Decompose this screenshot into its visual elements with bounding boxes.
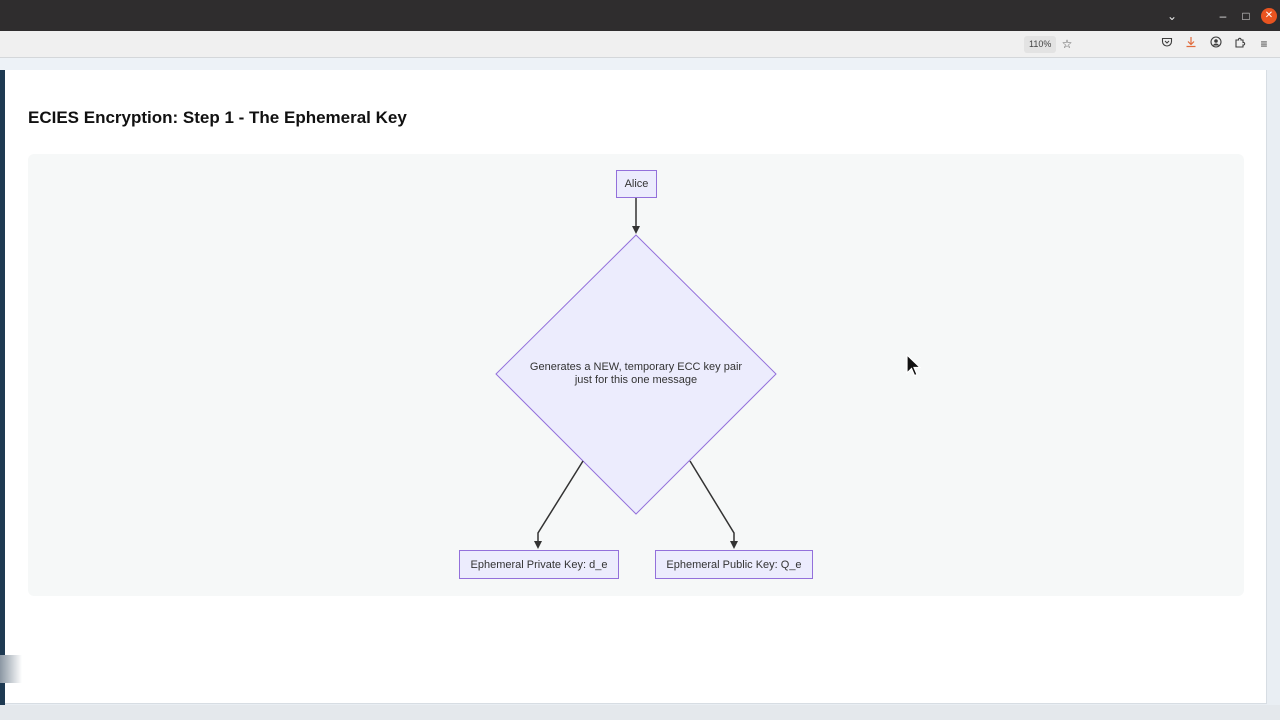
hamburger-menu-icon[interactable]: ≡ bbox=[1260, 37, 1268, 51]
diagram-edges bbox=[495, 198, 777, 549]
node-generate-label-line2: just for this one message bbox=[574, 374, 698, 386]
node-private-key-label: Ephemeral Private Key: d_e bbox=[470, 558, 608, 571]
node-generate-label-line1: Generates a NEW, temporary ECC key pair bbox=[529, 361, 743, 373]
browser-toolbar: 110% ☆ ≡ bbox=[0, 31, 1280, 58]
sidebar-handle[interactable] bbox=[0, 655, 22, 683]
pocket-icon[interactable] bbox=[1159, 36, 1175, 52]
download-icon[interactable] bbox=[1183, 36, 1199, 52]
account-icon[interactable] bbox=[1208, 36, 1224, 52]
sidebar-edge bbox=[0, 70, 5, 720]
node-generate-key-pair[interactable]: Generates a NEW, temporary ECC key pair … bbox=[506, 361, 766, 387]
star-icon[interactable]: ☆ bbox=[1061, 37, 1073, 51]
page-title: ECIES Encryption: Step 1 - The Ephemeral… bbox=[28, 108, 407, 127]
node-ephemeral-public-key[interactable]: Ephemeral Public Key: Q_e bbox=[655, 550, 813, 579]
window-bottom-edge bbox=[0, 705, 1280, 720]
chevron-down-icon[interactable]: ⌄ bbox=[1166, 9, 1178, 23]
page-content: ECIES Encryption: Step 1 - The Ephemeral… bbox=[5, 70, 1267, 704]
node-public-key-label: Ephemeral Public Key: Q_e bbox=[666, 558, 802, 571]
node-ephemeral-private-key[interactable]: Ephemeral Private Key: d_e bbox=[459, 550, 619, 579]
mouse-cursor-icon bbox=[906, 353, 922, 383]
window-titlebar: ⌄ – □ ✕ bbox=[0, 0, 1280, 31]
node-alice-label: Alice bbox=[624, 178, 649, 190]
node-alice[interactable]: Alice bbox=[616, 170, 657, 198]
close-icon[interactable]: ✕ bbox=[1261, 8, 1277, 24]
page-top-gap bbox=[0, 58, 1280, 70]
puzzle-icon[interactable] bbox=[1232, 36, 1248, 52]
decision-diamond bbox=[495, 234, 777, 515]
maximize-icon[interactable]: □ bbox=[1242, 9, 1250, 23]
minimize-icon[interactable]: – bbox=[1219, 9, 1227, 23]
flowchart-diagram: Alice Generates a NEW, temporary ECC key… bbox=[28, 154, 1244, 596]
zoom-level-button[interactable]: 110% bbox=[1024, 36, 1057, 53]
